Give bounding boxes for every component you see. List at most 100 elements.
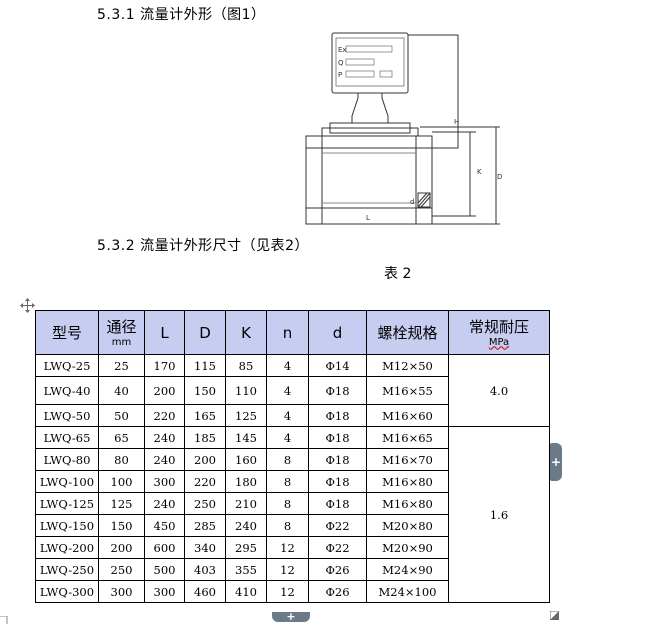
cell-d: Φ18 bbox=[308, 404, 367, 427]
cell-d: Φ18 bbox=[308, 376, 367, 405]
header-pressure: 常规耐压 MPa bbox=[448, 310, 550, 355]
header-model: 型号 bbox=[35, 310, 99, 355]
cell-k: 85 bbox=[225, 354, 267, 377]
svg-text:L: L bbox=[366, 214, 370, 222]
cell-n: 8 bbox=[266, 470, 309, 493]
cell-n: 12 bbox=[266, 580, 309, 603]
cell-d: 460 bbox=[184, 580, 226, 603]
cell-model: LWQ-40 bbox=[35, 376, 99, 405]
cell-bore: 80 bbox=[98, 448, 145, 471]
cell-d: Φ18 bbox=[308, 448, 367, 471]
header-bolt: 螺栓规格 bbox=[366, 310, 449, 355]
cell-bolt: M16×70 bbox=[366, 448, 449, 471]
cell-model: LWQ-300 bbox=[35, 580, 99, 603]
cell-k: 295 bbox=[225, 536, 267, 559]
cell-bolt: M12×50 bbox=[366, 354, 449, 377]
cell-d: Φ18 bbox=[308, 426, 367, 449]
bottom-add-row-tab[interactable]: + bbox=[272, 611, 310, 622]
svg-text:Q: Q bbox=[338, 59, 344, 67]
cell-d: 200 bbox=[184, 448, 226, 471]
cell-model: LWQ-200 bbox=[35, 536, 99, 559]
cell-bore: 40 bbox=[98, 376, 145, 405]
cell-bolt: M16×60 bbox=[366, 404, 449, 427]
cell-d: 185 bbox=[184, 426, 226, 449]
cell-l: 300 bbox=[144, 580, 185, 603]
cell-pressure: 1.6 bbox=[448, 426, 550, 603]
section-heading-531: 5.3.1 流量计外形（图1） bbox=[97, 7, 266, 23]
cell-d: 250 bbox=[184, 492, 226, 515]
cell-k: 110 bbox=[225, 376, 267, 405]
cell-pressure: 4.0 bbox=[448, 354, 550, 427]
table-caption: 表 2 bbox=[384, 266, 412, 282]
side-expand-tab[interactable]: + bbox=[550, 443, 562, 481]
cell-bore: 100 bbox=[98, 470, 145, 493]
cell-model: LWQ-125 bbox=[35, 492, 99, 515]
table-move-handle-icon[interactable] bbox=[20, 298, 35, 313]
cell-bolt: M16×65 bbox=[366, 426, 449, 449]
cell-bolt: M24×100 bbox=[366, 580, 449, 603]
cell-d: Φ22 bbox=[308, 536, 367, 559]
cell-n: 8 bbox=[266, 492, 309, 515]
cell-bore: 125 bbox=[98, 492, 145, 515]
cell-k: 125 bbox=[225, 404, 267, 427]
cell-bore: 200 bbox=[98, 536, 145, 559]
cell-l: 240 bbox=[144, 492, 185, 515]
cell-bore: 65 bbox=[98, 426, 145, 449]
cell-n: 4 bbox=[266, 426, 309, 449]
header-pressure-label: 常规耐压 bbox=[468, 317, 529, 336]
header-n: n bbox=[266, 310, 309, 355]
cell-n: 4 bbox=[266, 404, 309, 427]
display-head bbox=[331, 32, 409, 94]
header-bore: 通径 mm bbox=[98, 310, 145, 355]
cell-bolt: M20×90 bbox=[366, 536, 449, 559]
header-L: L bbox=[144, 310, 185, 355]
header-bore-label: 通径 bbox=[106, 317, 137, 336]
cell-n: 12 bbox=[266, 558, 309, 581]
cell-bore: 250 bbox=[98, 558, 145, 581]
table-resize-handle-icon[interactable] bbox=[550, 611, 559, 620]
cell-k: 180 bbox=[225, 470, 267, 493]
cell-d: 150 bbox=[184, 376, 226, 405]
svg-text:K: K bbox=[477, 168, 482, 176]
cell-l: 240 bbox=[144, 448, 185, 471]
header-pressure-unit: MPa bbox=[488, 336, 510, 348]
cell-model: LWQ-80 bbox=[35, 448, 99, 471]
cell-d: Φ26 bbox=[308, 558, 367, 581]
header-K: K bbox=[225, 310, 267, 355]
cell-bore: 50 bbox=[98, 404, 145, 427]
cell-k: 145 bbox=[225, 426, 267, 449]
cell-l: 300 bbox=[144, 470, 185, 493]
cell-d: Φ14 bbox=[308, 354, 367, 377]
corner-mark-icon bbox=[0, 616, 8, 624]
svg-text:d: d bbox=[410, 198, 414, 206]
cell-n: 8 bbox=[266, 514, 309, 537]
display-rows bbox=[345, 45, 393, 78]
cell-n: 4 bbox=[266, 376, 309, 405]
svg-text:H: H bbox=[454, 118, 459, 126]
cell-n: 8 bbox=[266, 448, 309, 471]
header-D: D bbox=[184, 310, 226, 355]
svg-text:D: D bbox=[497, 173, 502, 181]
cell-l: 600 bbox=[144, 536, 185, 559]
cell-bore: 300 bbox=[98, 580, 145, 603]
cell-l: 200 bbox=[144, 376, 185, 405]
cell-d: Φ22 bbox=[308, 514, 367, 537]
cell-k: 160 bbox=[225, 448, 267, 471]
cell-d: 220 bbox=[184, 470, 226, 493]
cell-d: Φ26 bbox=[308, 580, 367, 603]
svg-text:Ex: Ex bbox=[338, 46, 347, 54]
cell-model: LWQ-100 bbox=[35, 470, 99, 493]
cell-l: 450 bbox=[144, 514, 185, 537]
cell-l: 500 bbox=[144, 558, 185, 581]
cell-bolt: M24×90 bbox=[366, 558, 449, 581]
header-d: d bbox=[308, 310, 367, 355]
cell-l: 220 bbox=[144, 404, 185, 427]
cell-model: LWQ-65 bbox=[35, 426, 99, 449]
